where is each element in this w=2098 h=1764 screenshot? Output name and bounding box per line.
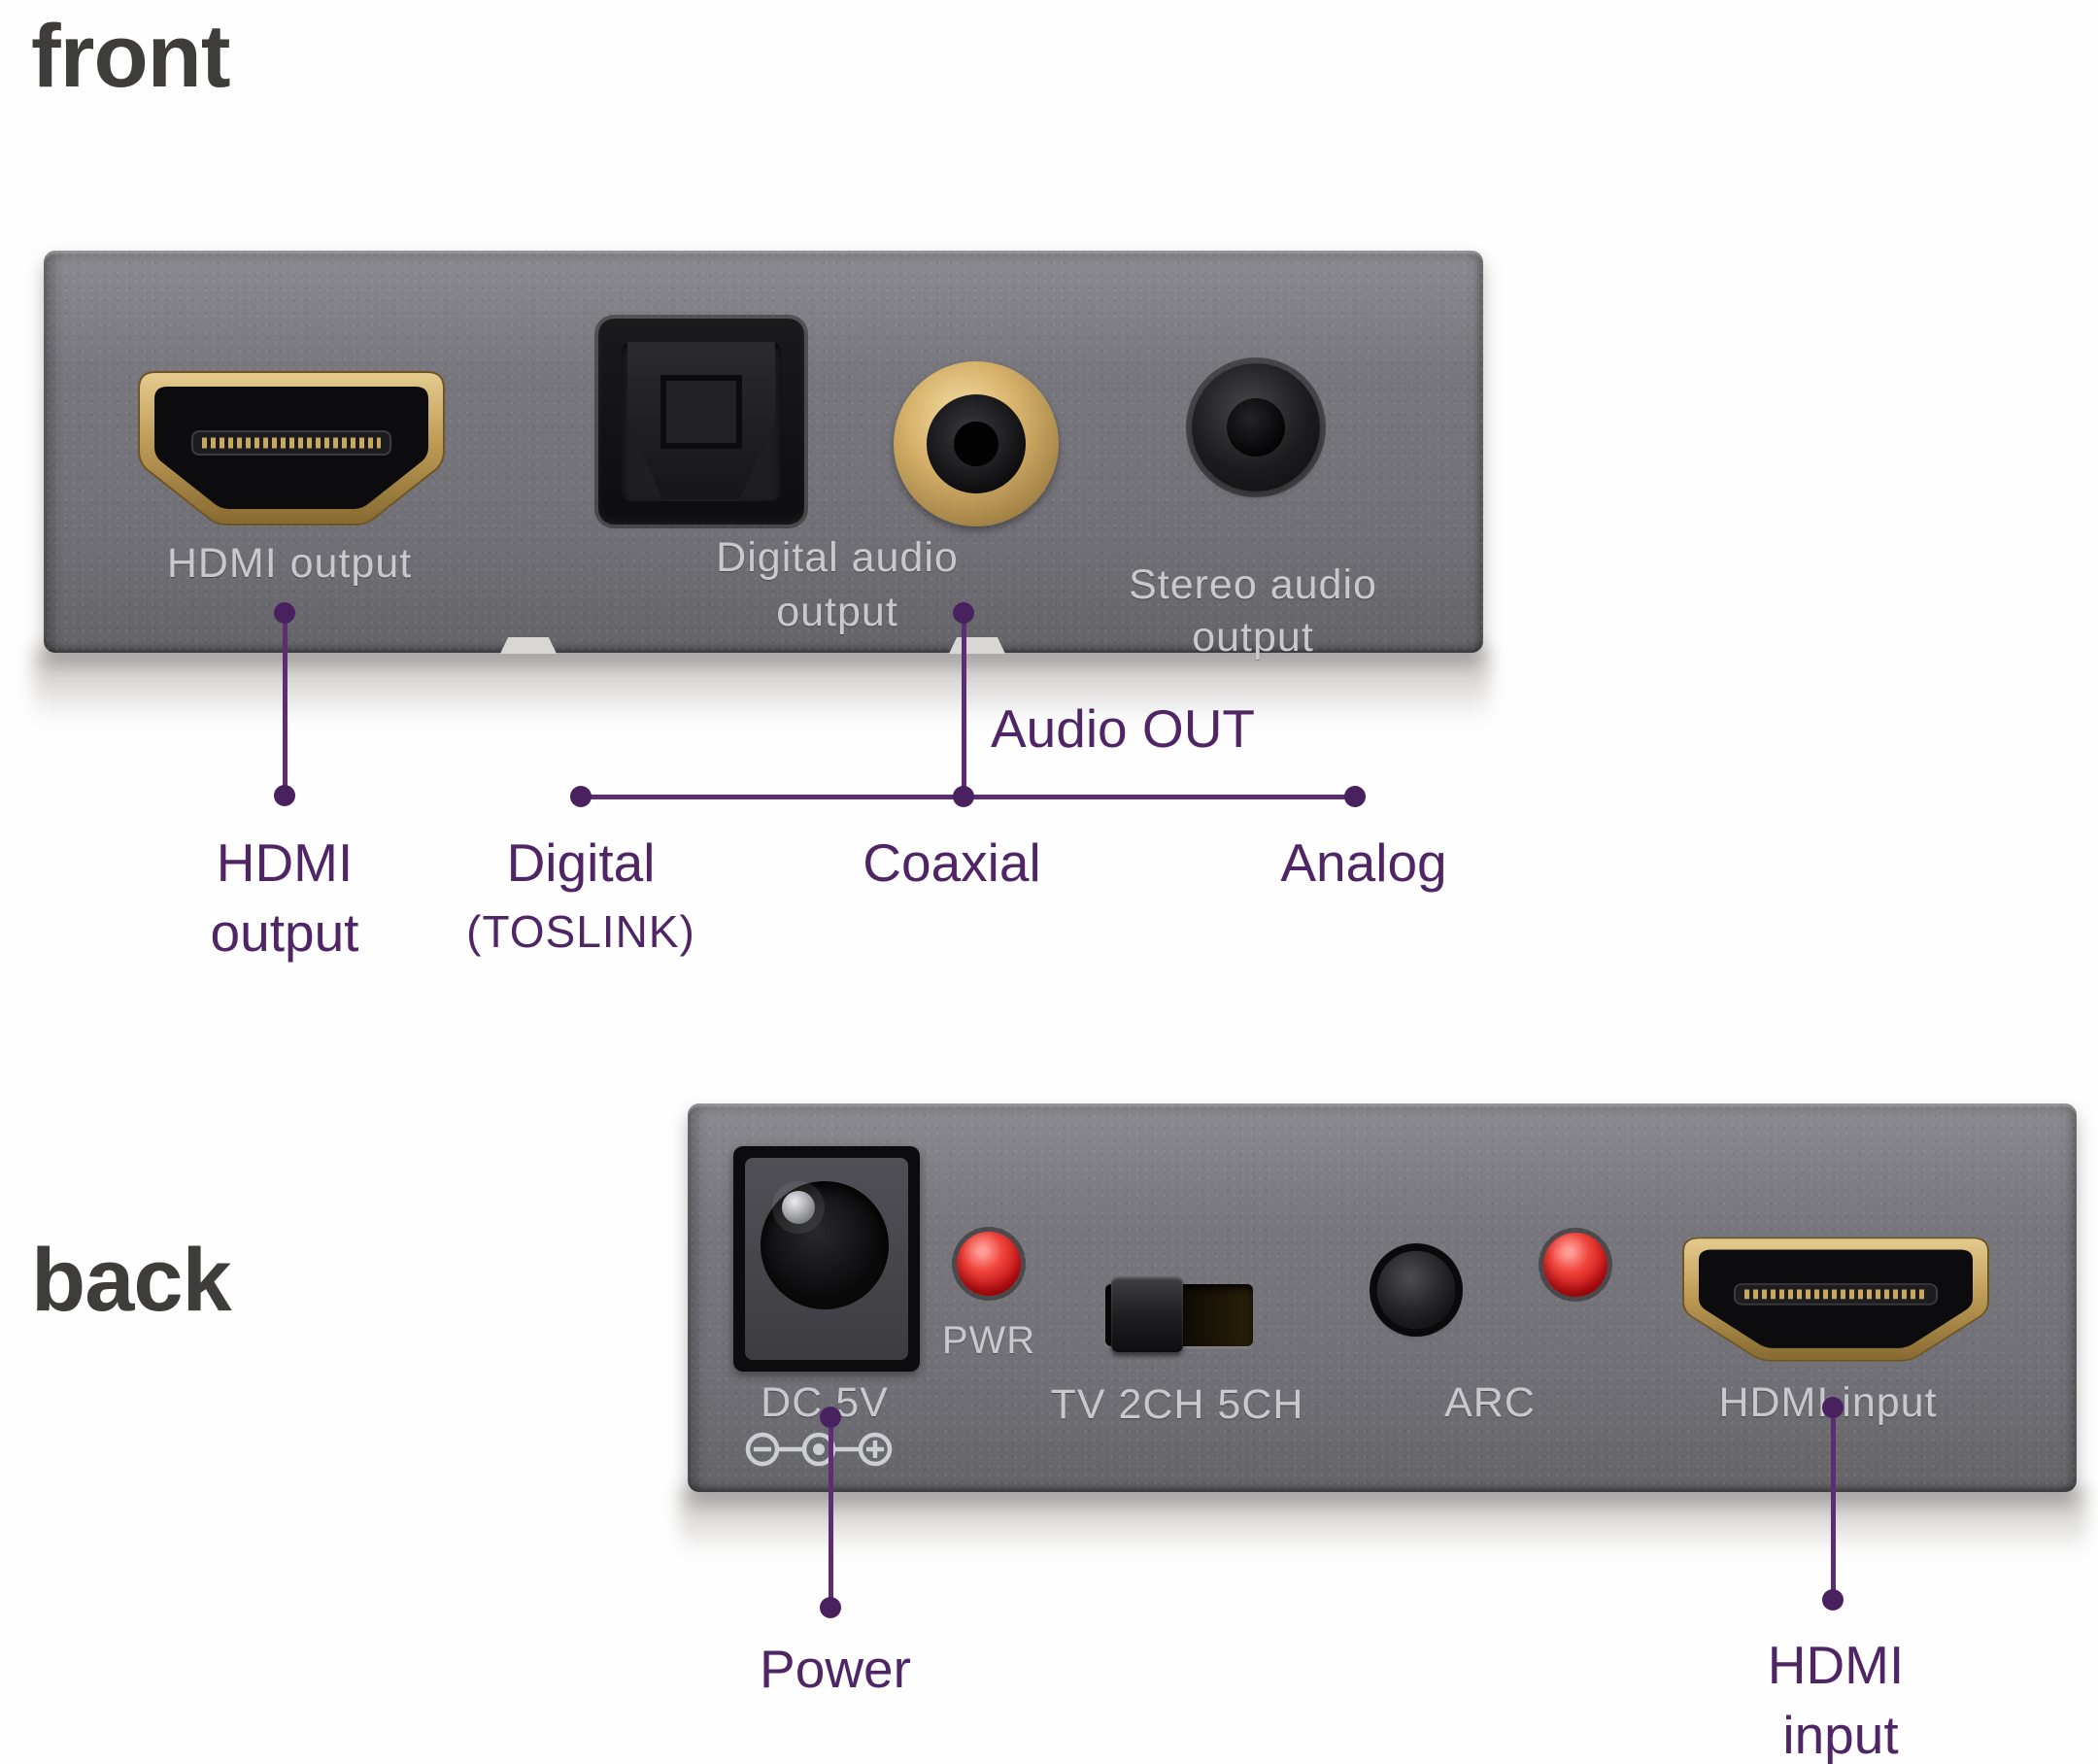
chassis-notch (949, 637, 1005, 654)
toslink-port-icon (598, 319, 804, 525)
back-device-shadow (680, 1488, 2086, 1580)
power-led-icon (957, 1232, 1021, 1296)
digital-audio-label-line2: output (776, 589, 898, 635)
dc-polarity-icon (745, 1432, 893, 1467)
audio-out-label: Audio OUT (990, 698, 1256, 759)
stereo-audio-label-line2: output (1192, 614, 1314, 661)
rca-hole (954, 422, 998, 466)
front-hdmi-port-label: HDMI output (166, 540, 413, 587)
coaxial-rca-port-icon (894, 361, 1059, 526)
digital-annotation: Digital (506, 832, 656, 893)
dc-barrel-jack-icon (733, 1146, 920, 1372)
switch-label: TV 2CH 5CH (1050, 1381, 1304, 1428)
pwr-label: PWR (941, 1319, 1036, 1362)
back-heading: back (31, 1231, 232, 1330)
coaxial-callout-line (962, 612, 966, 798)
callout-dot (1822, 1589, 1844, 1611)
callout-dot (570, 786, 592, 807)
stereo-audio-label-line1: Stereo audio (1129, 561, 1377, 608)
slide-switch-knob (1111, 1276, 1183, 1352)
analog-annotation: Analog (1280, 832, 1447, 893)
callout-dot (1822, 1397, 1844, 1418)
hdmi-input-port-icon (1682, 1237, 1989, 1362)
arc-label: ARC (1444, 1379, 1536, 1426)
callout-dot (1344, 786, 1366, 807)
hdmi-input-annotation-line2: input (1782, 1705, 1899, 1764)
hdmi-output-port-icon (138, 371, 445, 526)
callout-dot (820, 1407, 841, 1428)
stereo-jack-port-icon (1192, 363, 1320, 492)
callout-dot (274, 602, 295, 624)
front-heading: front (31, 7, 230, 106)
hdmi-output-callout-line (283, 612, 288, 797)
arc-button-icon (1377, 1251, 1455, 1329)
digital-audio-label-line1: Digital audio (716, 534, 959, 581)
dc-jack-recess (761, 1181, 889, 1309)
chassis-notch (500, 637, 557, 654)
hdmi-output-annotation-line1: HDMI (216, 832, 354, 893)
callout-dot (820, 1597, 841, 1618)
power-callout-line (829, 1416, 833, 1607)
toslink-annotation: (TOSLINK) (466, 906, 695, 957)
stereo-jack-hole (1227, 398, 1285, 457)
callout-dot (274, 785, 295, 806)
coaxial-annotation: Coaxial (863, 832, 1041, 893)
hdmi-input-annotation-line1: HDMI (1767, 1635, 1905, 1695)
toslink-window (660, 375, 742, 449)
dc-jack-pin (782, 1191, 815, 1224)
hdmi-input-callout-line (1831, 1407, 1836, 1599)
callout-dot (953, 602, 974, 624)
callout-dot (953, 786, 974, 807)
hdmi-output-annotation-line2: output (210, 902, 359, 963)
power-annotation: Power (760, 1639, 911, 1699)
arc-led-icon (1543, 1233, 1607, 1297)
